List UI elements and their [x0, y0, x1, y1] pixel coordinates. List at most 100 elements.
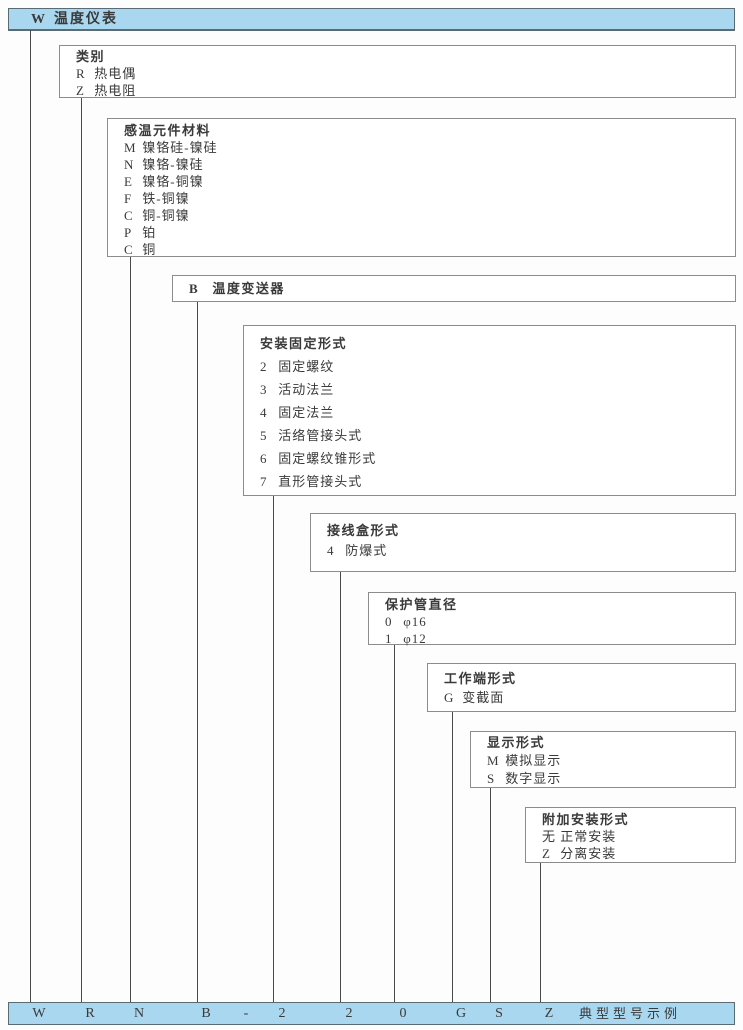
footer-code-2a: 2: [278, 1006, 286, 1021]
item-code: 1: [385, 631, 392, 646]
connector-line-w: [30, 30, 31, 1002]
item-label: 防爆式: [345, 543, 388, 558]
footer-code-w: W: [32, 1006, 46, 1021]
item-code: G: [444, 690, 454, 705]
footer-code-z: Z: [544, 1006, 554, 1021]
box-item: 5 活络管接头式: [260, 424, 735, 447]
item-label: 镍铬-镍硅: [142, 157, 204, 172]
box-title: 感温元件材料: [124, 123, 212, 138]
item-code: R: [76, 66, 85, 81]
item-label: φ12: [403, 631, 427, 646]
item-code: E: [124, 174, 132, 189]
box-item: C 铜-铜镍: [124, 207, 735, 224]
box-item: M 镍铬硅-镍硅: [124, 139, 735, 156]
connector-line-n: [130, 257, 131, 1002]
item-code: F: [124, 191, 132, 206]
box-working-end-type: 工作端形式 G 变截面: [427, 663, 736, 712]
footer-code-s: S: [495, 1006, 503, 1021]
footer-code-b: B: [201, 1006, 211, 1021]
item-code: S: [487, 771, 495, 786]
item-code: M: [124, 140, 136, 155]
connector-line-b: [197, 302, 198, 1002]
item-label: 铜: [142, 242, 157, 257]
item-label: φ16: [403, 614, 427, 629]
box-item: F 铁-铜镍: [124, 190, 735, 207]
connector-line-s: [490, 788, 491, 1002]
item-code: 5: [260, 428, 267, 443]
connector-line-0: [394, 645, 395, 1002]
item-label: 铂: [142, 225, 157, 240]
item-code: Z: [76, 83, 84, 98]
item-code: P: [124, 225, 132, 240]
box-item: 6 固定螺纹锥形式: [260, 447, 735, 470]
box-temperature-transmitter: B 温度变送器: [172, 275, 736, 302]
item-label: 直形管接头式: [278, 474, 363, 489]
box-category: 类别 R 热电偶 Z 热电阻: [59, 45, 736, 98]
footer-code-n: N: [133, 1006, 145, 1021]
box-title: 接线盒形式: [327, 523, 400, 538]
item-code: 0: [385, 614, 392, 629]
box-item: 3 活动法兰: [260, 378, 735, 401]
box-item: 0 φ16: [385, 613, 735, 630]
item-label: 活动法兰: [278, 382, 335, 397]
item-label: 模拟显示: [505, 753, 562, 768]
box-item: 4 防爆式: [327, 541, 735, 561]
item-label: 铜-铜镍: [142, 208, 190, 223]
box-item: 1 φ12: [385, 630, 735, 647]
box-item: 4 固定法兰: [260, 401, 735, 424]
item-label: 镍铬硅-镍硅: [142, 140, 218, 155]
footer-code-0: 0: [399, 1006, 407, 1021]
box-item: N 镍铬-镍硅: [124, 156, 735, 173]
box-junction-box-type: 接线盒形式 4 防爆式: [310, 513, 736, 572]
box-title-text: 温度变送器: [212, 281, 285, 296]
item-code: 4: [327, 543, 334, 558]
box-item: G 变截面: [444, 688, 735, 707]
box-additional-mounting-type: 附加安装形式 无 正常安装 Z 分离安装: [525, 807, 736, 863]
box-item: Z 热电阻: [76, 82, 735, 99]
box-item: 2 固定螺纹: [260, 355, 735, 378]
item-code: M: [487, 753, 499, 768]
item-code: 无: [542, 829, 556, 844]
item-label: 正常安装: [560, 829, 617, 844]
box-title: 显示形式: [487, 735, 546, 750]
box-title: 保护管直径: [385, 597, 458, 612]
item-code: 3: [260, 382, 267, 397]
box-item: E 镍铬-铜镍: [124, 173, 735, 190]
item-label: 热电偶: [94, 66, 137, 81]
box-item: R 热电偶: [76, 65, 735, 82]
item-label: 固定法兰: [278, 405, 335, 420]
item-code: C: [124, 242, 133, 257]
item-label: 固定螺纹: [278, 359, 335, 374]
box-item: 7 直形管接头式: [260, 470, 735, 493]
footer-code-dash: -: [243, 1006, 249, 1021]
item-label: 分离安装: [560, 846, 617, 861]
box-item: M 模拟显示: [487, 752, 735, 770]
box-item: 无 正常安装: [542, 828, 735, 845]
item-code: 6: [260, 451, 267, 466]
connector-line-2b: [340, 572, 341, 1002]
box-item: S 数字显示: [487, 770, 735, 788]
item-code: 7: [260, 474, 267, 489]
item-label: 铁-铜镍: [142, 191, 190, 206]
box-display-type: 显示形式 M 模拟显示 S 数字显示: [470, 731, 736, 788]
item-code: 4: [260, 405, 267, 420]
box-mounting-fixation-type: 安装固定形式 2 固定螺纹 3 活动法兰 4 固定法兰 5 活络管接头式 6 固…: [243, 325, 736, 496]
item-code: Z: [542, 846, 550, 861]
header-code: W: [31, 12, 46, 27]
footer-bar: W R N B - 2 2 0 G S Z 典型型号示例: [8, 1002, 735, 1025]
connector-line-z: [540, 863, 541, 1002]
item-label: 固定螺纹锥形式: [278, 451, 377, 466]
header-bar: W 温度仪表: [8, 8, 735, 31]
box-sensing-element-material: 感温元件材料 M 镍铬硅-镍硅 N 镍铬-镍硅 E 镍铬-铜镍 F 铁-铜镍 C…: [107, 118, 736, 257]
footer-code-g: G: [455, 1006, 467, 1021]
footer-code-2b: 2: [345, 1006, 353, 1021]
box-title: 安装固定形式: [260, 336, 348, 351]
connector-line-g: [452, 712, 453, 1002]
box-item: P 铂: [124, 224, 735, 241]
item-code: B: [189, 281, 198, 296]
box-title: 附加安装形式: [542, 812, 630, 827]
header-title: 温度仪表: [54, 12, 118, 27]
item-label: 变截面: [462, 690, 505, 705]
connector-line-r: [81, 97, 82, 1002]
